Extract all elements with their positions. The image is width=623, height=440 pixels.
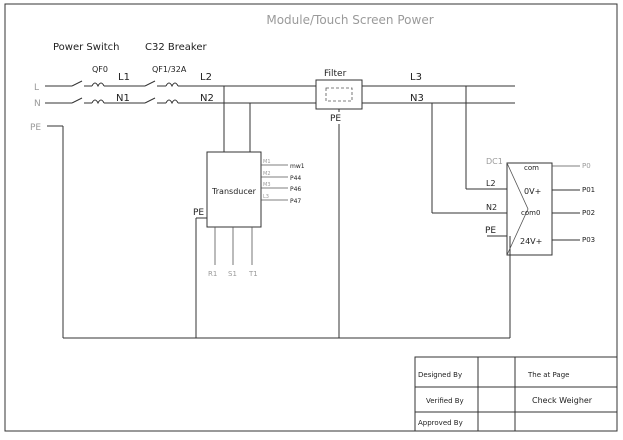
- qf1-label: QF1/32A: [152, 65, 187, 74]
- n2-label: N2: [200, 93, 214, 104]
- l1-label: L1: [118, 72, 130, 83]
- transducer-pin-3: M3: [263, 182, 271, 188]
- transducer-label: Transducer: [211, 187, 257, 196]
- dc-terminal-2: 0V+: [524, 187, 541, 196]
- verified-by-label: Verified By: [426, 397, 464, 405]
- transducer-pin-1: M1: [263, 159, 271, 165]
- pe-label: PE: [30, 123, 41, 133]
- transducer-bottom-3: T1: [248, 270, 258, 278]
- diagram-title: Module/Touch Screen Power: [266, 13, 433, 27]
- filter-label: Filter: [324, 69, 347, 79]
- n1-label: N1: [116, 93, 130, 104]
- dc-supply-box: [506, 162, 553, 256]
- transducer-out-2: P44: [290, 175, 301, 182]
- n3-label: N3: [410, 93, 424, 104]
- approved-by-label: Approved By: [418, 419, 463, 427]
- dc-out-1: P0: [582, 162, 591, 170]
- transducer-out-3: P46: [290, 186, 301, 193]
- breaker-label: C32 Breaker: [145, 42, 208, 53]
- dc-l2-label: L2: [486, 179, 496, 188]
- transducer-pin-4: L3: [263, 194, 269, 200]
- transducer-pe-label: PE: [193, 208, 204, 218]
- line-l-label: L: [34, 83, 39, 93]
- qf0-label: QF0: [92, 65, 108, 74]
- dc-out-3: P02: [582, 209, 595, 217]
- dc-out-4: P03: [582, 236, 595, 244]
- transducer-out-4: P47: [290, 198, 301, 205]
- transducer-out-1: mw1: [290, 163, 305, 170]
- l-line: [45, 80, 515, 88]
- filter-pe-label: PE: [330, 114, 341, 124]
- dc-terminal-1: com: [524, 164, 539, 172]
- l2-label: L2: [200, 72, 212, 83]
- dc-n2-label: N2: [486, 203, 497, 212]
- dc-label: DC1: [486, 157, 503, 166]
- designed-by-label: Designed By: [418, 371, 462, 379]
- filter: [315, 79, 363, 110]
- transducer-pin-2: M2: [263, 171, 271, 177]
- n-line: [45, 97, 515, 105]
- dc-pe-label: PE: [485, 226, 496, 236]
- transducer-bottom-2: S1: [228, 270, 237, 278]
- dc-terminal-3: com0: [521, 209, 540, 217]
- dc-terminal-4: 24V+: [520, 237, 542, 246]
- transducer-bottom-1: R1: [208, 270, 217, 278]
- check-weigher-label: Check Weigher: [532, 396, 593, 405]
- l3-label: L3: [410, 72, 422, 83]
- title-block: [414, 356, 618, 432]
- dc-out-2: P01: [582, 186, 595, 194]
- page-label: The at Page: [527, 371, 569, 379]
- page-border: [4, 3, 618, 432]
- power-switch-label: Power Switch: [53, 42, 119, 53]
- line-n-label: N: [34, 99, 41, 109]
- transducer-box: [206, 151, 262, 228]
